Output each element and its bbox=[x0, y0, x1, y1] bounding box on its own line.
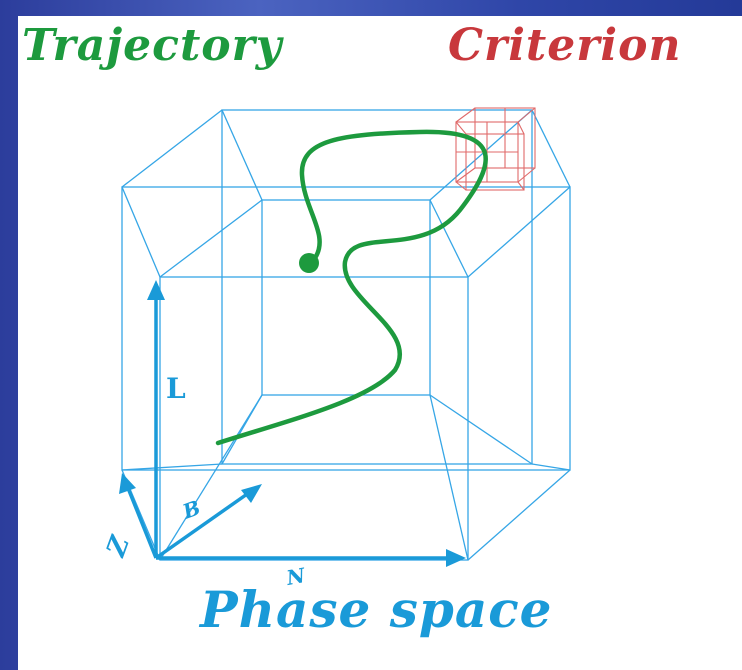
outer-cube-back bbox=[221, 109, 533, 465]
axes bbox=[119, 280, 466, 567]
criterion-title: Criterion bbox=[448, 20, 682, 71]
axis-B bbox=[154, 490, 252, 560]
axis-label-L: L bbox=[166, 372, 186, 405]
hypercube-wireframe bbox=[121, 109, 571, 561]
phase-space-title: Phase space bbox=[200, 580, 553, 639]
trajectory-start-dot bbox=[299, 253, 319, 273]
trajectory-title: Trajectory bbox=[22, 20, 283, 71]
criterion-box bbox=[455, 107, 536, 191]
slide-canvas bbox=[18, 16, 742, 670]
axis-label-Z: Z bbox=[101, 531, 136, 561]
inner-cube-back bbox=[261, 199, 431, 396]
trajectory-path bbox=[215, 129, 488, 446]
axis-label-B: B bbox=[179, 495, 204, 524]
outer-cube-front bbox=[121, 186, 571, 471]
axis-Z bbox=[126, 487, 158, 559]
axis-label-N: N bbox=[284, 563, 308, 590]
inner-cube-front bbox=[159, 276, 469, 561]
